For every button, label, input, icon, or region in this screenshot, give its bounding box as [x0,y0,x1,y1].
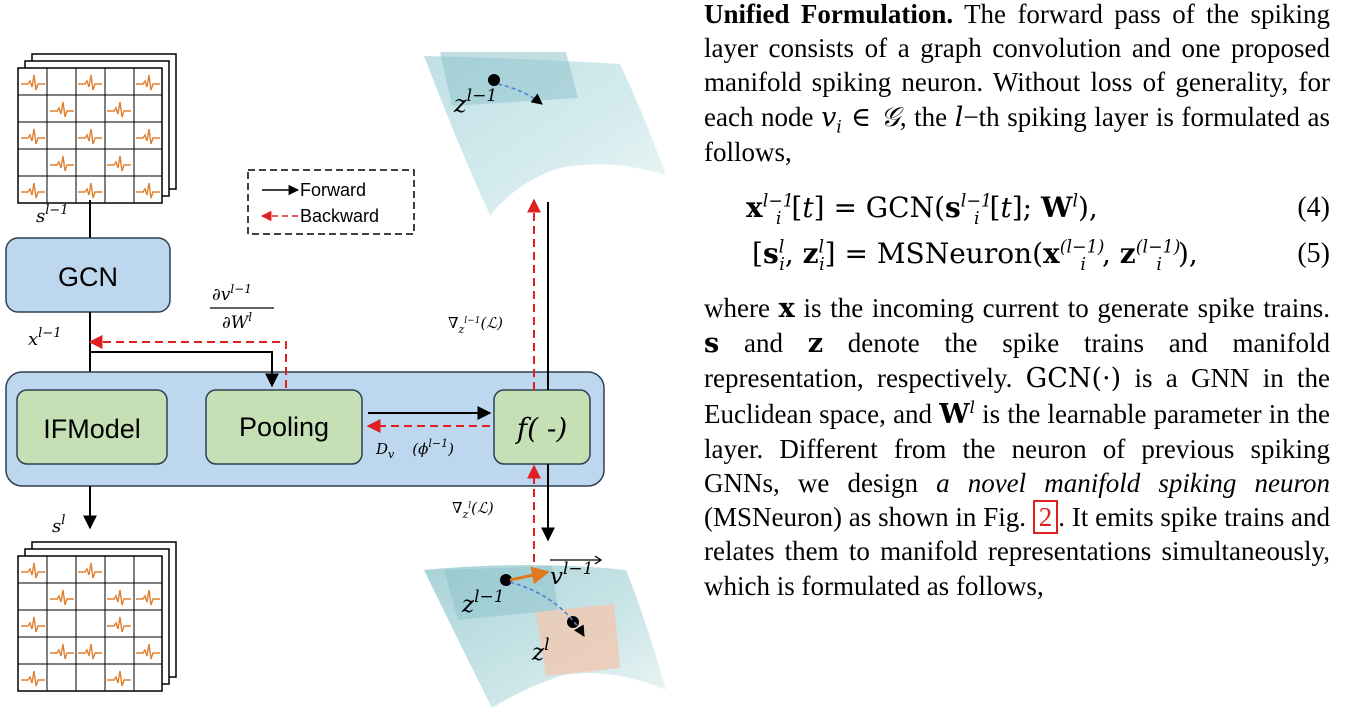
equation-4: xl−1i[t] = GCN(sl−1i[t]; Wl), (4) [746,191,1330,229]
section-heading: Unified Formulation. [704,0,954,29]
top-manifold: zl−1 [424,52,666,215]
pooling-block [205,389,363,465]
legend-forward: Forward [300,180,366,200]
dphi-label: Dv(ϕl−1) [375,437,454,461]
v-vector-label: vl−1 [550,559,594,590]
forward-arrow [90,351,279,388]
x-in-label: xl−1 [28,326,61,350]
figure-reference-link[interactable]: 2 [1032,500,1059,535]
equation-4-number: (4) [1297,192,1330,224]
z-bottom-prev-label: zl−1 [461,587,505,618]
output-spike-trains [17,541,177,692]
equation-5-number: (5) [1297,238,1330,270]
grad-bottom-label: ∇zl(ℒ) [452,499,494,521]
figure-panel: sl−1 GCN xl−1 IFModel Pooling f( -) ∂vl−… [0,0,680,718]
architecture-diagram: sl−1 GCN xl−1 IFModel Pooling f( -) ∂vl−… [5,52,666,708]
paragraph-unified-formulation: Unified Formulation. The forward pass of… [704,0,1330,167]
gcn-block [5,237,171,313]
ifmodel-block [16,389,168,465]
ifmodel-label: IFModel [43,414,141,444]
paragraph-msneuron: where x is the incoming current to gener… [704,293,1331,601]
text-column: Unified Formulation. The forward pass of… [704,0,1330,603]
gcn-label: GCN [58,262,118,292]
s-out-label: sl [52,513,65,537]
grad-top-label: ∇zl−1(ℒ) [448,314,503,336]
s-in-label: sl−1 [36,203,69,227]
input-spike-trains [17,53,177,204]
equations: xl−1i[t] = GCN(sl−1i[t]; Wl), (4) [sli, … [704,185,1330,277]
legend: Forward Backward [247,169,415,235]
legend-backward: Backward [300,206,379,226]
z-top-label: zl−1 [453,86,497,118]
bottom-manifold: vl−1 zl−1 zl [424,555,666,708]
backward-arrow [88,335,287,388]
dv-dw-denominator: ∂Wl [222,310,252,333]
equation-5: [sli, zli] = MSNeuron(x(l−1)i, z(l−1)i),… [752,237,1330,275]
f-block [493,389,591,465]
pooling-label: Pooling [239,412,329,442]
dv-dw-numerator: ∂vl−1 [212,282,252,305]
z-bottom-label: zl [531,635,550,666]
f-label: f( -) [515,412,568,445]
